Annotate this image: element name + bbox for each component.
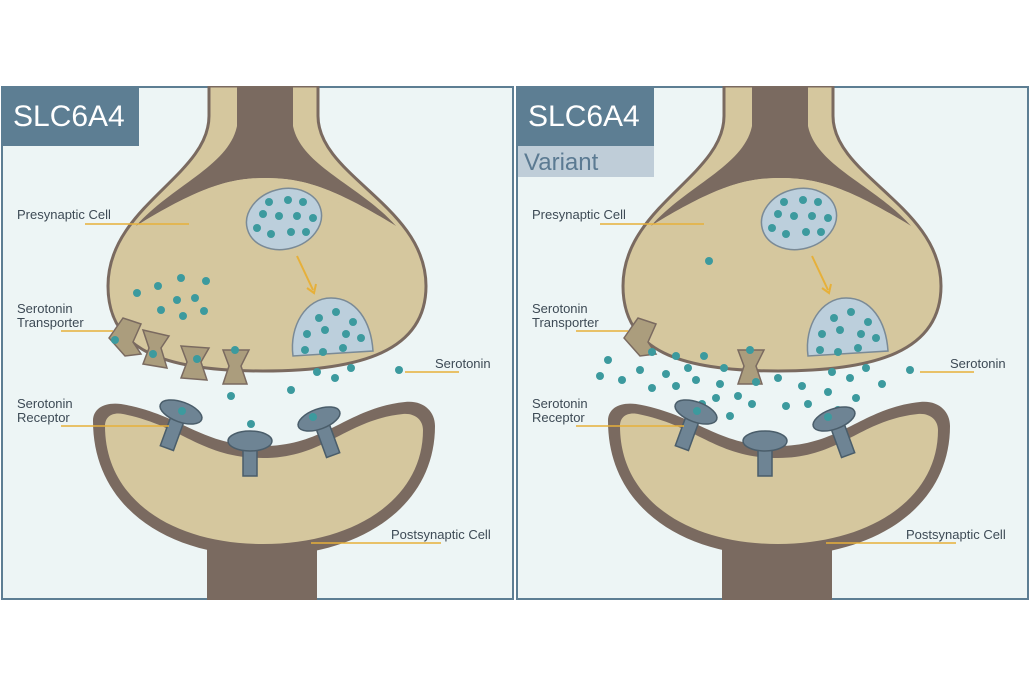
transporter-2 bbox=[736, 349, 766, 385]
label-postsynaptic-cell: Postsynaptic Cell bbox=[906, 527, 1006, 542]
label-receptor-1: Serotonin bbox=[532, 396, 588, 411]
labels: Presynaptic Cell Serotonin Transporter S… bbox=[17, 207, 491, 544]
label-postsynaptic-cell: Postsynaptic Cell bbox=[391, 527, 491, 542]
label-serotonin: Serotonin bbox=[435, 356, 491, 371]
synaptic-vesicle-fusing bbox=[291, 297, 374, 357]
transporter-bound-serotonin bbox=[746, 346, 754, 354]
panel-subtitle: Variant bbox=[524, 149, 599, 176]
release-arrowhead bbox=[821, 283, 832, 295]
label-transporter-1: Serotonin bbox=[17, 301, 73, 316]
transporter-1 bbox=[108, 317, 143, 357]
synaptic-vesicle-fusing bbox=[806, 297, 889, 357]
labels: Presynaptic Cell Serotonin Transporter S… bbox=[532, 207, 1006, 544]
transporter-4 bbox=[221, 349, 251, 385]
axon-inner-fill bbox=[136, 178, 396, 226]
title-box bbox=[516, 86, 654, 146]
label-receptor-2: Receptor bbox=[17, 410, 70, 425]
synaptic-vesicle-upper bbox=[245, 187, 323, 251]
title-box bbox=[1, 86, 139, 146]
release-arrow bbox=[811, 255, 829, 291]
release-arrow bbox=[296, 255, 314, 291]
label-transporter-1: Serotonin bbox=[532, 301, 588, 316]
postsynaptic-cell bbox=[608, 401, 950, 600]
receptor-1 bbox=[159, 399, 203, 452]
lone-serotonin bbox=[705, 257, 713, 265]
panel-title: SLC6A4 bbox=[13, 100, 125, 133]
release-arrowhead bbox=[306, 283, 317, 295]
postsynaptic-body bbox=[105, 413, 423, 544]
postsynaptic-cell bbox=[93, 401, 435, 600]
serotonin-transporters bbox=[623, 317, 766, 385]
label-presynaptic-cell: Presynaptic Cell bbox=[17, 207, 111, 222]
panel-variant: SLC6A4 Variant Presynaptic Cell Serotoni… bbox=[516, 86, 1029, 600]
synaptic-vesicle-upper bbox=[760, 187, 838, 251]
panel-normal: SLC6A4 Presynaptic Cell Serotonin Transp… bbox=[1, 86, 514, 600]
receptor-3 bbox=[297, 406, 341, 459]
synapse-diagram-normal: SLC6A4 Presynaptic Cell Serotonin Transp… bbox=[1, 86, 514, 600]
axon-core bbox=[651, 86, 911, 226]
transporter-2 bbox=[141, 328, 171, 369]
serotonin-receptors bbox=[159, 399, 341, 477]
panel-title: SLC6A4 bbox=[528, 100, 640, 133]
receptor-2 bbox=[227, 430, 273, 477]
variant-box bbox=[518, 146, 654, 177]
reuptaken-serotonin bbox=[133, 274, 210, 320]
serotonin-receptors bbox=[674, 399, 856, 477]
label-receptor-2: Receptor bbox=[532, 410, 585, 425]
label-transporter-2: Transporter bbox=[17, 315, 84, 330]
receptor-1 bbox=[674, 399, 718, 452]
transporter-3 bbox=[179, 345, 211, 381]
receptor-2 bbox=[742, 430, 788, 477]
axon-core bbox=[136, 86, 396, 226]
receptor-3 bbox=[812, 406, 856, 459]
serotonin-transporters bbox=[108, 317, 251, 385]
transporter-1 bbox=[623, 317, 658, 357]
axon-inner-fill bbox=[651, 178, 911, 226]
label-serotonin: Serotonin bbox=[950, 356, 1006, 371]
label-transporter-2: Transporter bbox=[532, 315, 599, 330]
transporter-bound-serotonin bbox=[111, 336, 239, 363]
postsynaptic-body bbox=[620, 413, 938, 544]
label-receptor-1: Serotonin bbox=[17, 396, 73, 411]
label-presynaptic-cell: Presynaptic Cell bbox=[532, 207, 626, 222]
synapse-diagram-variant: SLC6A4 Variant Presynaptic Cell Serotoni… bbox=[516, 86, 1029, 600]
